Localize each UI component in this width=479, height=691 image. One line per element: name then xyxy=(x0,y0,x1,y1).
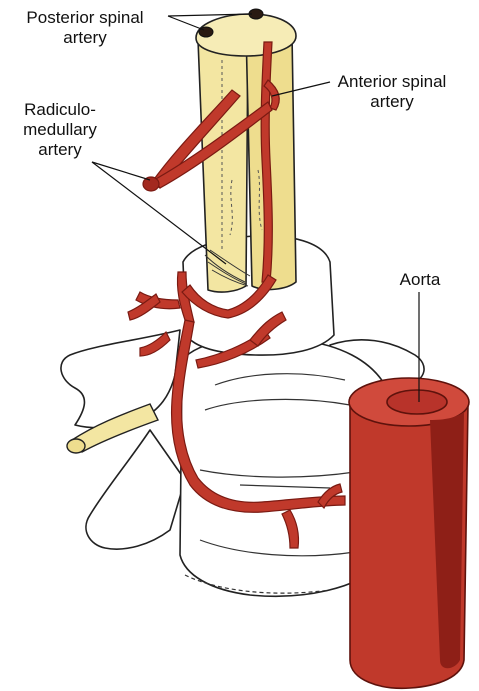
label-anterior-line2: artery xyxy=(322,92,462,112)
label-anterior-spinal-artery: Anterior spinal artery xyxy=(322,72,462,112)
label-anterior-line1: Anterior spinal xyxy=(322,72,462,92)
aorta xyxy=(349,378,469,688)
label-posterior-line1: Posterior spinal xyxy=(10,8,160,28)
label-aorta: Aorta xyxy=(385,270,455,290)
label-radiculomedullary-artery: Radiculo- medullary artery xyxy=(6,100,114,160)
label-radiculo-line3: artery xyxy=(6,140,114,160)
leader-posterior-left xyxy=(168,16,204,30)
leader-radiculo-upper xyxy=(92,162,150,180)
label-radiculo-line2: medullary xyxy=(6,120,114,140)
label-posterior-spinal-artery: Posterior spinal artery xyxy=(10,8,160,48)
aorta-lumen xyxy=(387,390,447,414)
vertebra-process-lower xyxy=(86,430,185,549)
nerve-root-cut-end xyxy=(67,439,85,453)
label-radiculo-line1: Radiculo- xyxy=(6,100,114,120)
label-aorta-line1: Aorta xyxy=(385,270,455,290)
label-posterior-line2: artery xyxy=(10,28,160,48)
